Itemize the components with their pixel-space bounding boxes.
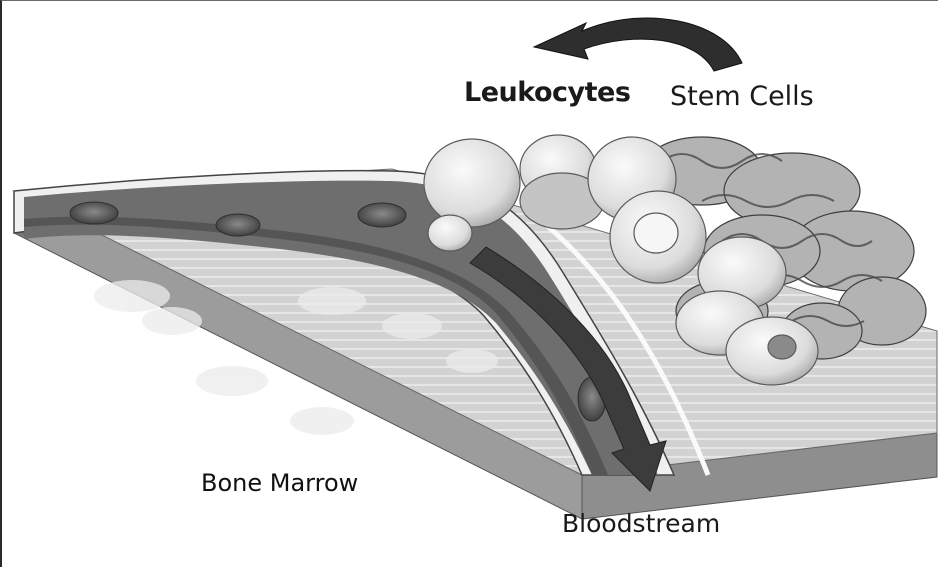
label-stem-cells: Stem Cells bbox=[670, 81, 814, 112]
label-bloodstream: Bloodstream bbox=[562, 509, 720, 538]
label-leukocytes: Leukocytes bbox=[464, 77, 630, 108]
differentiation-arrow bbox=[534, 18, 742, 71]
label-bone-marrow: Bone Marrow bbox=[201, 469, 358, 497]
